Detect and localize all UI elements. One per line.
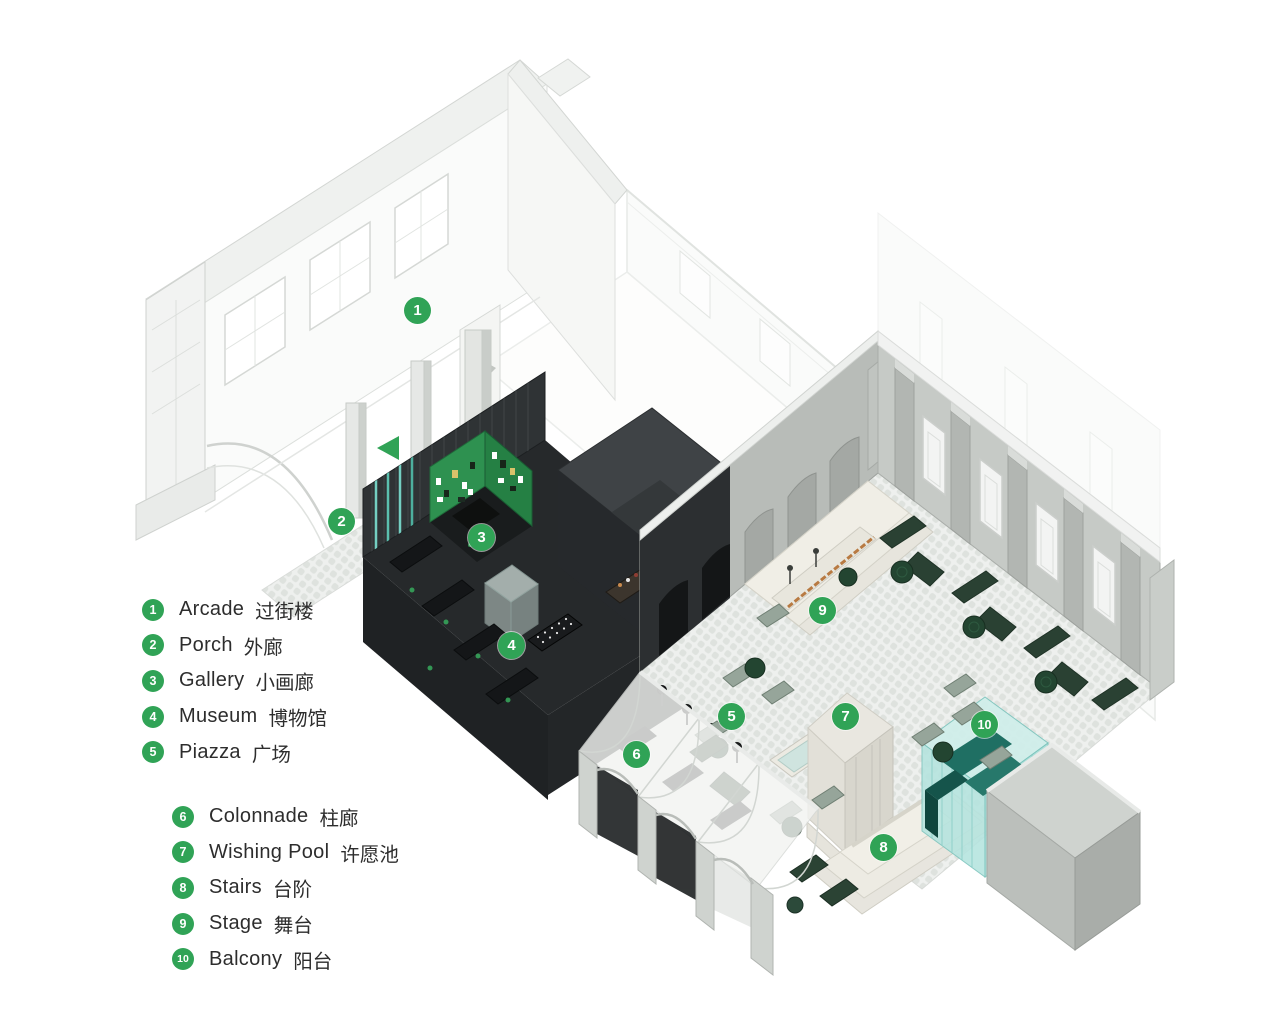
- plan-marker-4: 4: [498, 632, 525, 659]
- legend-label-en: Stage: [209, 912, 263, 935]
- legend-label-en: Porch: [179, 633, 233, 656]
- legend-item-wishing-pool: 7 Wishing Pool 许愿池: [172, 835, 399, 871]
- legend-bullet-10: 10: [172, 948, 194, 971]
- legend-label-zh: 小画廊: [255, 672, 314, 695]
- plan-marker-7: 7: [832, 703, 859, 730]
- plan-marker-9: 9: [809, 597, 836, 624]
- plan-marker-1: 1: [404, 297, 431, 324]
- legend-label-en: Colonnade: [209, 805, 309, 828]
- legend-bullet-3: 3: [142, 669, 164, 692]
- legend-label-zh: 许愿池: [340, 843, 399, 866]
- legend-label-en: Stairs: [209, 876, 262, 899]
- legend-item-stage: 9 Stage 舞台: [172, 906, 399, 942]
- plan-marker-3: 3: [468, 524, 495, 551]
- wall-bench-seating: [838, 515, 1139, 711]
- legend-bullet-6: 6: [172, 805, 194, 828]
- arcade-structure: [135, 58, 628, 549]
- legend-bullet-9: 9: [172, 912, 194, 935]
- legend-label-en: Arcade: [179, 598, 245, 621]
- legend-label-zh: 外廊: [243, 636, 283, 659]
- legend-label-zh: 舞台: [273, 915, 313, 938]
- legend-label-zh: 博物馆: [268, 708, 328, 731]
- legend-label-en: Wishing Pool: [209, 840, 330, 863]
- legend-bullet-5: 5: [142, 741, 164, 764]
- legend-bullet-7: 7: [172, 841, 194, 864]
- legend-label-zh: 广场: [251, 743, 291, 766]
- plan-marker-2: 2: [328, 508, 355, 535]
- legend-label-zh: 阳台: [293, 950, 333, 973]
- courtyard-right-wall: [877, 329, 1175, 701]
- legend-item-balcony: 10 Balcony 阳台: [172, 941, 399, 977]
- legend-group-2: 6 Colonnade 柱廊 7 Wishing Pool 许愿池 8 Stai…: [172, 799, 399, 977]
- legend-item-museum: 4 Museum 博物馆: [142, 699, 327, 735]
- legend-label-en: Balcony: [209, 947, 283, 970]
- legend-label-zh: 过街楼: [255, 601, 314, 624]
- plan-marker-8: 8: [870, 834, 897, 861]
- legend-item-colonnade: 6 Colonnade 柱廊: [172, 799, 399, 835]
- legend-item-gallery: 3 Gallery 小画廊: [142, 663, 327, 699]
- plan-marker-10: 10: [971, 711, 998, 738]
- legend-item-porch: 2 Porch 外廊: [142, 628, 327, 664]
- legend-item-arcade: 1 Arcade 过街楼: [142, 592, 327, 628]
- entrance-arrow-icon: [377, 436, 399, 460]
- legend-bullet-1: 1: [142, 598, 164, 621]
- legend-label-en: Piazza: [179, 740, 241, 763]
- legend-bullet-4: 4: [142, 705, 164, 728]
- piazza-courtyard: [639, 329, 1175, 952]
- stage-platform: [744, 480, 934, 636]
- legend-label-en: Gallery: [179, 669, 245, 692]
- legend-group-1: 1 Arcade 过街楼 2 Porch 外廊 3 Gallery 小画廊 4 …: [142, 592, 327, 770]
- colonnade: [578, 670, 820, 977]
- legend-item-stairs: 8 Stairs 台阶: [172, 870, 399, 906]
- plan-marker-6: 6: [623, 741, 650, 768]
- legend-label-en: Museum: [179, 705, 258, 728]
- balcony-glass-box: [921, 696, 1142, 952]
- legend-item-piazza: 5 Piazza 广场: [142, 734, 327, 770]
- legend-label-zh: 台阶: [272, 879, 312, 902]
- legend-bullet-2: 2: [142, 634, 164, 657]
- plan-marker-5: 5: [718, 703, 745, 730]
- legend-label-zh: 柱廊: [319, 808, 359, 831]
- legend-bullet-8: 8: [172, 876, 194, 899]
